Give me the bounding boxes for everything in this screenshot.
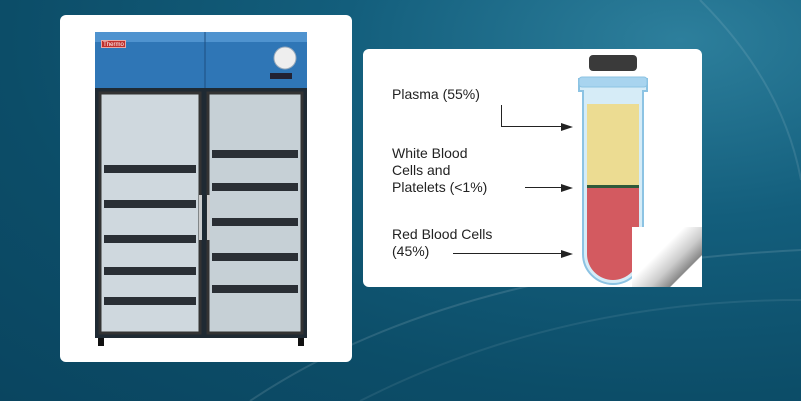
- blood-bank-refrigerator-photo: Thermo: [60, 15, 352, 362]
- red-blood-cell-layer: [587, 188, 639, 280]
- test-tube-icon: [578, 55, 648, 285]
- page-curl: [632, 227, 702, 287]
- plasma-leader: [501, 105, 502, 127]
- rbc-leader: [453, 253, 563, 254]
- plasma-label: Plasma (55%): [392, 86, 480, 102]
- wbc-leader: [525, 187, 563, 188]
- rbc-arrow: [561, 250, 573, 258]
- blood-composition-diagram: Plasma (55%) White Blood Cells and Plate…: [363, 49, 702, 287]
- rbc-label-line: Red Blood Cells: [392, 226, 493, 242]
- wbc-label-line: Cells and: [392, 162, 451, 178]
- plasma-arrow: [561, 123, 573, 131]
- wbc-label-line: Platelets (<1%): [392, 179, 488, 195]
- buffy-coat-layer: [587, 185, 639, 188]
- brand-badge: Thermo: [101, 40, 126, 48]
- plasma-leader: [501, 126, 563, 127]
- wbc-arrow: [561, 184, 573, 192]
- rbc-label-line: (45%): [392, 243, 430, 259]
- plasma-layer: [587, 104, 639, 187]
- wbc-label-line: White Blood: [392, 145, 468, 161]
- refrigerator-image: [95, 32, 307, 346]
- rbc-label: Red Blood Cells (45%): [392, 226, 492, 260]
- wbc-label: White Blood Cells and Platelets (<1%): [392, 145, 487, 196]
